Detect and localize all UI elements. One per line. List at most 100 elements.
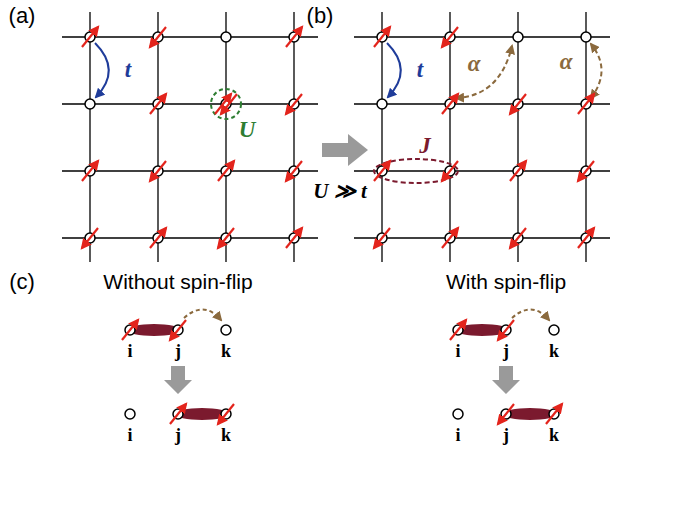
- lattice-line: [381, 12, 382, 262]
- spin-arrow: [286, 228, 302, 248]
- site-index: k: [221, 426, 231, 446]
- spin-arrow: [150, 27, 166, 47]
- lattice-line: [585, 12, 586, 262]
- exchange-symbol: J: [419, 133, 431, 158]
- lattice-site: [453, 409, 463, 419]
- lattice-site: [221, 32, 231, 42]
- hopping-arrow: [95, 43, 109, 97]
- spin-arrow: [510, 161, 526, 181]
- spin-arrow: [150, 94, 166, 114]
- site-index: i: [127, 342, 132, 362]
- decorations: [95, 43, 602, 420]
- lattice-site: [377, 99, 387, 109]
- spin-arrow: [442, 94, 458, 114]
- spin-arrow: [498, 404, 514, 424]
- lattice-line: [62, 36, 318, 37]
- lattice-line: [517, 12, 518, 262]
- lattice-line: [293, 12, 294, 262]
- site-index: j: [175, 342, 181, 362]
- lattice-line: [89, 12, 90, 262]
- spin-arrow: [122, 320, 138, 340]
- spin-arrow: [498, 320, 514, 340]
- transition-arrow: [492, 366, 520, 394]
- site-index: k: [549, 342, 559, 362]
- spin-arrow: [442, 161, 458, 181]
- spin-arrow: [442, 27, 458, 47]
- case-title: Without spin-flip: [103, 270, 252, 293]
- sites: [85, 32, 591, 419]
- site-index: i: [127, 426, 132, 446]
- lattice-line: [354, 170, 610, 171]
- site-index: k: [549, 426, 559, 446]
- hop-arrow: [512, 309, 549, 320]
- site-index: j: [503, 426, 509, 446]
- spin-arrow: [150, 228, 166, 248]
- transition-arrow: [164, 366, 192, 394]
- spin-arrow: [218, 228, 234, 248]
- spin-arrow: [286, 27, 302, 47]
- lattice-site: [513, 32, 523, 42]
- lattice-site: [221, 325, 231, 335]
- spin-arrow: [218, 404, 234, 424]
- hopping-arrow: [387, 43, 401, 97]
- panel-label: (b): [307, 4, 334, 28]
- lattice-site: [549, 325, 559, 335]
- spin-arrow: [82, 228, 98, 248]
- site-index: j: [175, 426, 181, 446]
- spin-arrow: [374, 161, 390, 181]
- spin-arrow: [170, 320, 186, 340]
- interaction-symbol: U: [239, 117, 256, 142]
- exchange-bond: [374, 159, 458, 183]
- transition-arrow: [322, 134, 368, 166]
- lattice-line: [62, 237, 318, 238]
- lattice-line: [62, 170, 318, 171]
- spin-arrow: [450, 320, 466, 340]
- lattice-line: [62, 103, 318, 104]
- spin-arrow: [578, 94, 594, 114]
- spin-arrow: [286, 161, 302, 181]
- hopping-symbol: t: [417, 57, 423, 82]
- limit-label: U ≫ t: [313, 180, 367, 203]
- lattice-site: [581, 32, 591, 42]
- lattice-line: [354, 237, 610, 238]
- spin-arrow: [546, 404, 562, 424]
- spin-arrow: [510, 228, 526, 248]
- hop-arrow: [184, 309, 221, 320]
- spin-arrow: [218, 161, 234, 181]
- spin-arrow: [221, 94, 237, 114]
- spin-arrow: [150, 161, 166, 181]
- hopping-symbol: t: [125, 57, 131, 82]
- correlated-hopping-symbol: α: [468, 51, 481, 76]
- lattice-line: [225, 12, 226, 262]
- site-index: i: [455, 342, 460, 362]
- correlated-hopping-arrow: [456, 46, 512, 98]
- lattice-line: [354, 103, 610, 104]
- lattice: [62, 12, 610, 262]
- spin-arrow: [374, 228, 390, 248]
- correlated-hopping-symbol: α: [560, 49, 573, 74]
- lattice-line: [449, 12, 450, 262]
- spin-arrow: [286, 94, 302, 114]
- spin-arrow: [578, 228, 594, 248]
- site-index: i: [455, 426, 460, 446]
- case-title: With spin-flip: [446, 270, 566, 293]
- spin-arrow: [374, 27, 390, 47]
- spin-arrow: [82, 161, 98, 181]
- spin-arrow: [82, 27, 98, 47]
- lattice-site: [125, 409, 135, 419]
- lattice-line: [157, 12, 158, 262]
- correlated-hopping-arrow: [591, 44, 602, 98]
- onsite-repulsion: [211, 89, 241, 119]
- spin-arrow: [442, 228, 458, 248]
- spin-arrow: [170, 404, 186, 424]
- spin-arrow: [510, 94, 526, 114]
- lattice-site: [85, 99, 95, 109]
- panel-label: (c): [9, 270, 35, 294]
- lattice-line: [354, 36, 610, 37]
- spin-arrow: [578, 161, 594, 181]
- site-index: k: [221, 342, 231, 362]
- panel-label: (a): [9, 4, 36, 28]
- site-index: j: [503, 342, 509, 362]
